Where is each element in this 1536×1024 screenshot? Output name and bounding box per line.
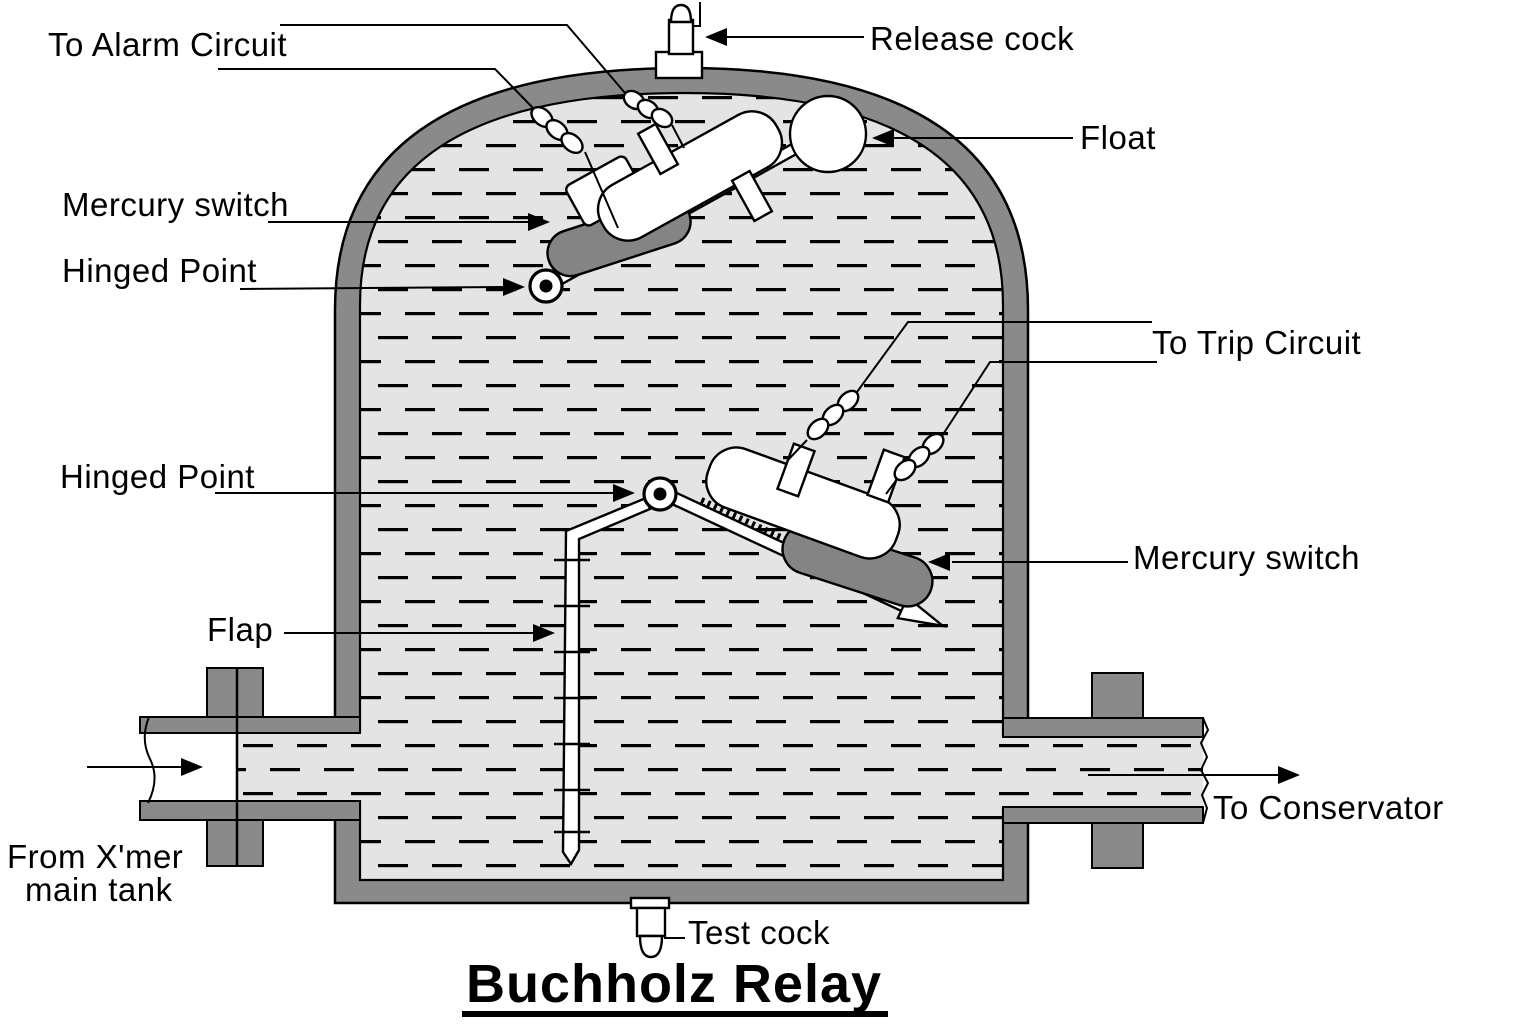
arrow-inlet-flow xyxy=(181,758,203,776)
label-to-conservator: To Conservator xyxy=(1213,789,1444,826)
leader-lines xyxy=(87,28,1300,784)
inlet-flange-bottom xyxy=(206,819,264,867)
label-hinged-point-top: Hinged Point xyxy=(62,252,257,289)
label-release-cock: Release cock xyxy=(870,20,1074,57)
outlet-flange-top xyxy=(1091,672,1144,719)
arrow-float xyxy=(872,129,894,147)
outlet-flange-bottom xyxy=(1091,822,1144,869)
outlet-pipe xyxy=(1001,672,1210,869)
alarm-assembly xyxy=(528,94,868,304)
label-test-cock: Test cock xyxy=(688,914,830,951)
label-from-xmer-line1: From X'mer xyxy=(7,838,183,875)
alarm-spring-coils xyxy=(530,89,674,155)
label-float: Float xyxy=(1080,119,1156,156)
flap-blade xyxy=(554,496,652,867)
trip-circuit-wires xyxy=(787,321,1157,495)
trip-assembly xyxy=(642,442,948,628)
label-from-xmer-line2: main tank xyxy=(25,871,173,908)
arrow-release-cock xyxy=(705,28,727,46)
arrow-outlet-flow xyxy=(1278,766,1300,784)
label-mercury-switch-top: Mercury switch xyxy=(62,186,289,223)
arrow-hinged-point-bottom xyxy=(613,484,635,502)
label-to-alarm-circuit: To Alarm Circuit xyxy=(48,26,287,63)
test-cock xyxy=(629,896,685,959)
pipe-end-line xyxy=(1199,717,1210,824)
title-block: Buchholz Relay xyxy=(462,954,888,1017)
float-ball xyxy=(788,94,868,174)
label-flap: Flap xyxy=(207,611,273,648)
diagram-title: Buchholz Relay xyxy=(466,954,882,1014)
trip-switch-body xyxy=(705,446,901,560)
label-hinged-point-bottom: Hinged Point xyxy=(60,458,255,495)
arrow-mercury-switch-bottom xyxy=(928,553,950,571)
alarm-terminal-1 xyxy=(636,122,680,176)
arrow-hinged-point-top xyxy=(503,278,525,296)
alarm-terminal-2 xyxy=(730,169,774,223)
release-cock xyxy=(654,2,704,80)
alarm-switch-body xyxy=(596,110,784,242)
inlet-flange-top xyxy=(206,667,264,718)
label-mercury-switch-bottom: Mercury switch xyxy=(1133,539,1360,576)
arrow-mercury-switch-top xyxy=(528,213,550,231)
labels: To Alarm Circuit Release cock Float Merc… xyxy=(7,20,1444,951)
trip-terminal-1 xyxy=(775,442,817,498)
trip-spring-coils xyxy=(806,389,945,482)
oil-chamber xyxy=(358,91,1005,882)
alarm-circuit-wires xyxy=(218,24,685,229)
arrow-flap xyxy=(533,624,555,642)
label-to-trip-circuit: To Trip Circuit xyxy=(1152,324,1361,361)
pipe-break-line xyxy=(143,716,156,804)
